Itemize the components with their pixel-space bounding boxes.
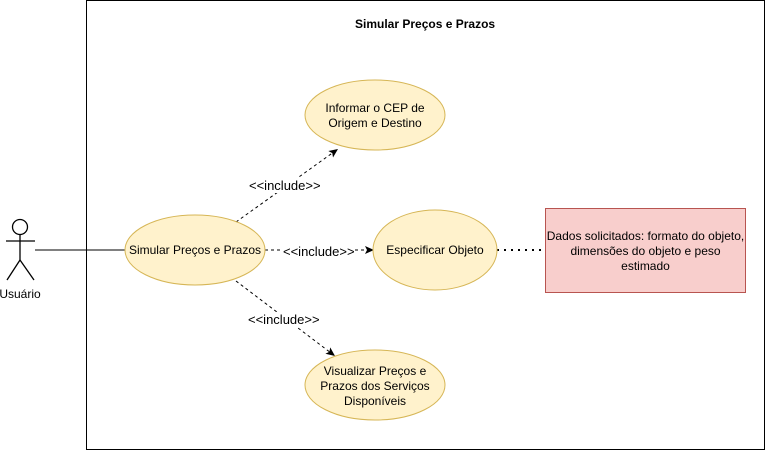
usecase-informar-line2: Origem e Destino (328, 116, 422, 130)
usecase-simular-ellipse[interactable] (124, 214, 266, 286)
usecase-informar-label: Informar o CEP de Origem e Destino (305, 101, 445, 131)
note-line1: Dados solicitados: formato do objeto, (546, 229, 745, 243)
usecase-informar-line1: Informar o CEP de (325, 101, 425, 115)
include-label-top: <<include>> (249, 178, 321, 193)
actor-usuario-figure[interactable] (6, 218, 35, 281)
usecase-informar-ellipse[interactable] (304, 79, 446, 151)
note-line2: dimensões do objeto e peso (570, 244, 721, 258)
include-label-bottom: <<include>> (248, 312, 320, 327)
usecase-visualizar-label: Visualizar Preços e Prazos dos Serviços … (305, 364, 445, 409)
usecase-visualizar-ellipse[interactable] (304, 349, 446, 421)
usecase-especificar-ellipse[interactable] (372, 209, 498, 291)
note-line3: estimado (621, 259, 670, 273)
system-title: Simular Preços e Prazos (355, 17, 496, 31)
usecase-especificar-label: Especificar Objeto (386, 243, 484, 257)
usecase-visualizar-line2: Prazos dos Serviços (320, 379, 430, 393)
actor-name: Usuário (0, 287, 41, 301)
usecase-simular-label: Simular Preços e Prazos (128, 243, 262, 257)
note-box[interactable] (545, 208, 746, 293)
usecase-visualizar-line3: Disponíveis (343, 394, 407, 408)
include-label-mid: <<include>> (283, 244, 355, 259)
note-text: Dados solicitados: formato do objeto, di… (545, 229, 746, 274)
usecase-visualizar-line1: Visualizar Preços e (323, 364, 427, 378)
